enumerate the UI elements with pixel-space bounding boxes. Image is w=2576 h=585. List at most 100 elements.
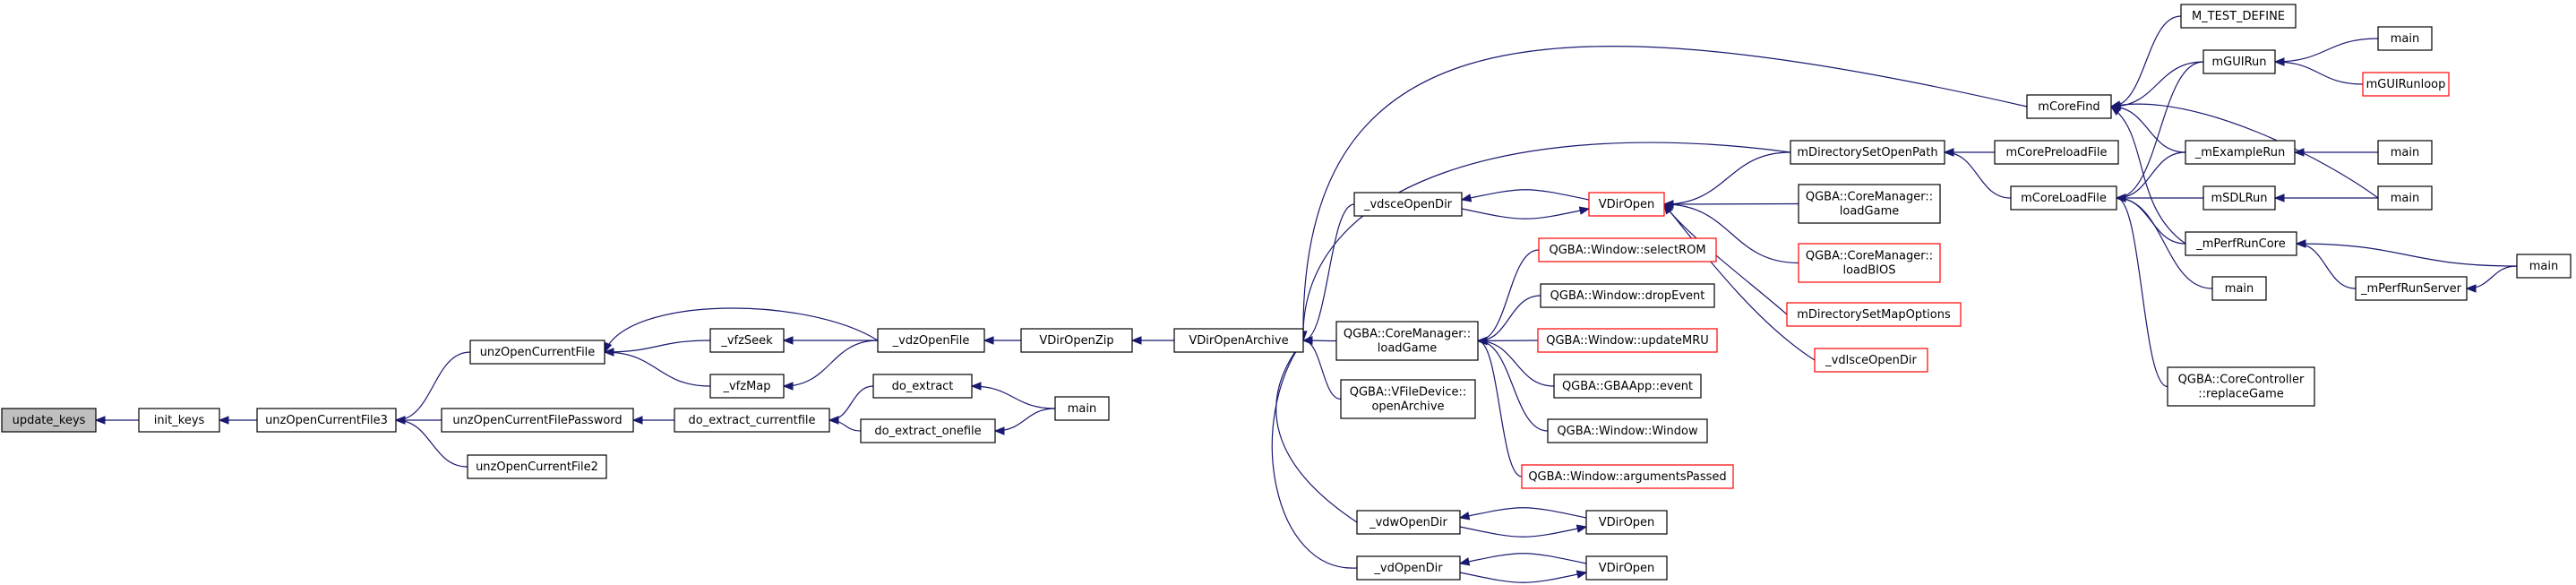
arrowhead [603,348,614,357]
node--mperfruncore[interactable]: _mPerfRunCore [2185,231,2297,256]
edge-main_zip-to-do_extract [970,382,1056,409]
node-box [2185,231,2297,256]
node-label: _vdsceOpenDir [1363,198,1453,211]
node-unzopencurrentfile[interactable]: unzOpenCurrentFile [469,340,605,365]
node-box [2377,140,2433,165]
edge-line [829,385,874,421]
edge-_vdzOpenFile-to-_vfzSeek [782,336,879,345]
node-main-zip[interactable]: main [1054,396,1110,421]
node-vdiropen-d[interactable]: VDirOpen [1585,555,1668,581]
node-box [2355,276,2468,301]
node-unzopencurrentfilepassword[interactable]: unzOpenCurrentFilePassword [441,408,634,433]
node-label: QGBA::Window::selectROM [1549,244,1705,257]
node-box [256,408,397,433]
node-corecontroller-replacegame[interactable]: QGBA::CoreController::replaceGame [2167,366,2315,407]
node-vdiropen-red[interactable]: VDirOpen [1588,192,1665,217]
edge-_mPerfRunCore-to-mCoreLoadFile [2115,194,2186,245]
edge-line [604,340,711,353]
node-main-lf[interactable]: main [2211,276,2267,301]
edge-line [2274,61,2364,85]
node-m-test-define[interactable]: M_TEST_DEFINE [2180,4,2297,29]
node-do-extract-currentfile[interactable]: do_extract_currentfile [674,408,830,433]
edge-line [1271,340,1358,569]
node-main-gui[interactable]: main [2377,26,2433,51]
node-window-window[interactable]: QGBA::Window::Window [1547,418,1708,443]
node-coremanager-loadbios[interactable]: QGBA::CoreManager::loadBIOS [1798,243,1941,283]
edge-line [1944,151,2012,199]
node-mguirunloop[interactable]: mGUIRunloop [2362,72,2450,97]
node-label: QGBA::CoreManager:: [1344,328,1471,341]
node-box [469,340,605,365]
node-mguirun[interactable]: mGUIRun [2202,49,2276,74]
node-label: unzOpenCurrentFile3 [265,414,388,427]
node-vdiropenzip[interactable]: VDirOpenZip [1020,328,1133,353]
node-do-extract-onefile[interactable]: do_extract_onefile [860,418,996,443]
edge-init_keys-to-update_keys [94,416,139,425]
node-coremanager-loadgame-a[interactable]: QGBA::CoreManager::loadGame [1335,321,1479,361]
node-vdiropen-w[interactable]: VDirOpen [1585,510,1668,535]
node-unzopencurrentfile2[interactable]: unzOpenCurrentFile2 [467,454,607,479]
edge-main_sdl-to-mCoreFind [2109,100,2379,199]
node-label: mCoreFind [2038,100,2099,114]
node-box [1540,283,1715,308]
node-mcoreloadfile[interactable]: mCoreLoadFile [2010,185,2117,211]
node-window-selectrom[interactable]: QGBA::Window::selectROM [1538,237,1717,262]
node-box [1,408,97,433]
node-label: mCoreLoadFile [2021,192,2107,205]
node-window-argumentspassed[interactable]: QGBA::Window::argumentsPassed [1521,464,1734,489]
node--mexamplerun[interactable]: _mExampleRun [2185,140,2296,165]
edge-line [2274,38,2379,63]
node--vfzmap[interactable]: _vfzMap [709,374,785,399]
edge-line [1302,340,1342,400]
node-label: do_extract [892,380,954,393]
edge-_vfzMap-to-unzOpenCurrentFile [603,348,711,387]
node-label: mSDLRun [2211,192,2267,205]
node-coremanager-loadgame-b[interactable]: QGBA::CoreManager::loadGame [1798,184,1941,224]
node-label: _vfzSeek [720,334,773,348]
edge-line [2110,61,2204,108]
node-main-perf[interactable]: main [2516,254,2572,279]
node-label: main [2391,192,2419,205]
node-msdlrun[interactable]: mSDLRun [2202,185,2276,211]
node-window-dropevent[interactable]: QGBA::Window::dropEvent [1540,283,1715,308]
node-box [1020,328,1133,353]
edge-line [1477,340,1555,387]
node-window-updatemru[interactable]: QGBA::Window::updateMRU [1537,328,1718,353]
node-label: QGBA::VFileDevice:: [1350,386,1467,400]
arrowhead [94,416,106,425]
node-box [872,374,973,399]
node-label: VDirOpenArchive [1189,334,1288,348]
edge-_mExampleRun-to-mCoreFind [2109,102,2186,153]
edge-VDirOpenArchive-to-VDirOpenZip [1130,336,1175,345]
node-do-extract[interactable]: do_extract [872,374,973,399]
node--vdopendir[interactable]: _vdOpenDir [1356,555,1461,581]
node--mperfrunserver[interactable]: _mPerfRunServer [2355,276,2468,301]
edge-mGUIRun-to-mCoreLoadFile [2115,61,2204,202]
edge-Window_selectROM-to-CoreManager_loadGame_a [1476,249,1540,346]
node--vdsceopendir[interactable]: _vdsceOpenDir [1353,192,1463,217]
node-init-keys[interactable]: init_keys [138,408,220,433]
node-box [2377,26,2433,51]
node-gbaapp-event[interactable]: QGBA::GBAApp::event [1553,374,1702,399]
node-box [2362,72,2450,97]
node--vdzopenfile[interactable]: _vdzOpenFile [877,328,985,353]
edge-line [1459,526,1587,538]
arrowhead [2115,194,2126,202]
node-label: _mPerfRunServer [2360,282,2462,296]
node-mcorefind[interactable]: mCoreFind [2026,94,2112,119]
node-unzopencurrentfile3[interactable]: unzOpenCurrentFile3 [256,408,397,433]
node-vdiropenarchive[interactable]: VDirOpenArchive [1173,328,1304,353]
node--vdwopendir[interactable]: _vdwOpenDir [1356,510,1461,535]
node-mdirectorysetmapoptions[interactable]: mDirectorySetMapOptions [1786,302,1962,327]
node-vfiledevice-openarchive[interactable]: QGBA::VFileDevice::openArchive [1340,379,1476,419]
node--vfzseek[interactable]: _vfzSeek [709,328,785,353]
arrowhead [1576,570,1588,579]
node-main-sdl[interactable]: main [2377,185,2433,211]
node--vdlsceopendir[interactable]: _vdlsceOpenDir [1814,348,1928,373]
edge-VDirOpenZip-to-_vdzOpenFile [983,336,1022,345]
node-main-ex[interactable]: main [2377,140,2433,165]
node-box [877,328,985,353]
node-mcorepreloadfile[interactable]: mCorePreloadFile [1994,140,2119,165]
node-mdirectorysetopenpath[interactable]: mDirectorySetOpenPath [1790,140,1945,165]
edge-main_perf-to-_mPerfRunCore [2295,239,2518,267]
